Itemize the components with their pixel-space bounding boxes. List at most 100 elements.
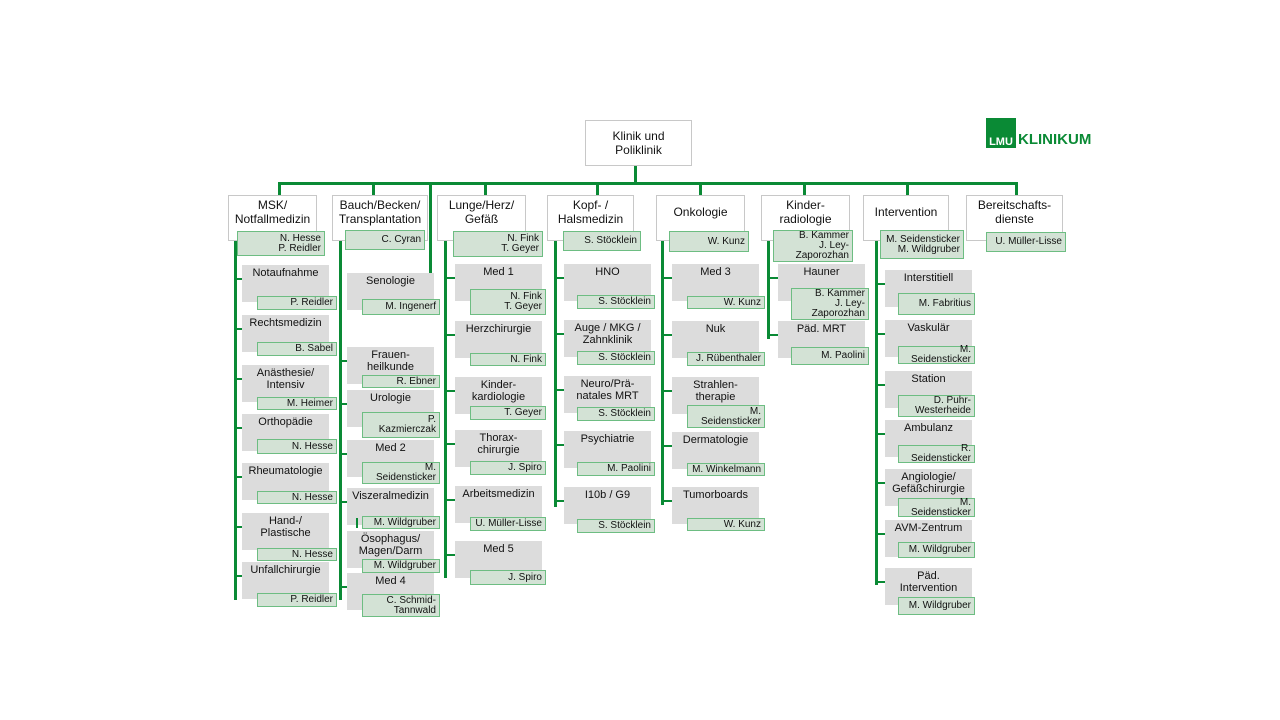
connector-line [876, 482, 885, 484]
unit-node[interactable]: Med 3 [672, 264, 759, 301]
unit-lead: M. Winkelmann [687, 463, 765, 476]
unit-lead: P. Reidler [257, 296, 337, 310]
connector-line [876, 581, 885, 583]
connector-line [662, 500, 672, 502]
unit-node[interactable]: Tumorboards [672, 487, 759, 524]
connector-line [875, 240, 878, 585]
connector-line [278, 182, 281, 196]
connector-line [429, 182, 432, 273]
department-lead: N. Hesse P. Reidler [237, 231, 325, 256]
connector-line [234, 240, 237, 600]
connector-line [596, 182, 599, 196]
unit-lead: W. Kunz [687, 518, 765, 531]
unit-lead: P. Kazmierczak [362, 412, 440, 438]
connector-line [699, 182, 702, 196]
unit-node[interactable]: Herzchirurgie [455, 321, 542, 358]
connector-line [767, 240, 770, 339]
unit-node[interactable]: I10b / G9 [564, 487, 651, 524]
connector-line [555, 333, 564, 335]
department-lead: N. Fink T. Geyer [453, 231, 543, 257]
unit-node[interactable]: HNO [564, 264, 651, 301]
unit-node[interactable]: Neuro/Prä- natales MRT [564, 376, 651, 413]
department-lead: M. Seidensticker M. Wildgruber [880, 230, 964, 259]
connector-line [661, 240, 664, 505]
unit-node[interactable]: Anästhesie/ Intensiv [242, 365, 329, 402]
unit-lead: J. Rübenthaler [687, 352, 765, 366]
unit-lead: M. Seidensticker [898, 497, 975, 517]
unit-node[interactable]: Arbeitsmedizin [455, 486, 542, 523]
department-lead: W. Kunz [669, 231, 749, 252]
connector-line [235, 328, 242, 330]
connector-line [555, 277, 564, 279]
connector-line [876, 333, 885, 335]
unit-lead: R. Seidensticker [898, 444, 975, 464]
unit-lead: M. Wildgruber [898, 597, 975, 615]
connector-line [235, 378, 242, 380]
logo-mark: LMU [986, 118, 1016, 148]
connector-line [372, 182, 375, 196]
connector-line [662, 445, 672, 447]
connector-line [235, 278, 242, 280]
unit-node[interactable]: Psychiatrie [564, 431, 651, 468]
connector-line [662, 277, 672, 279]
unit-lead: M. Wildgruber [362, 559, 440, 573]
connector-line [803, 182, 806, 196]
unit-lead: S. Stöcklein [577, 519, 655, 533]
connector-line [662, 334, 672, 336]
unit-lead: B. Kammer J. Ley- Zaporozhan [791, 288, 869, 320]
connector-line [444, 240, 447, 578]
department-lead: C. Cyran [345, 230, 425, 250]
unit-lead: S. Stöcklein [577, 407, 655, 421]
unit-lead: J. Spiro [470, 461, 546, 475]
unit-node[interactable]: Auge / MKG / Zahnklinik [564, 320, 651, 357]
unit-node[interactable]: Dermatologie [672, 432, 759, 469]
department-lead: S. Stöcklein [563, 231, 641, 251]
unit-lead: N. Hesse [257, 491, 337, 504]
connector-line [278, 182, 1018, 185]
unit-lead: W. Kunz [687, 296, 765, 309]
connector-line [356, 518, 358, 528]
connector-line [445, 390, 455, 392]
unit-lead: D. Puhr- Westerheide [898, 395, 975, 417]
unit-lead: M. Heimer [257, 397, 337, 410]
unit-lead: J. Spiro [470, 570, 546, 585]
unit-node[interactable]: Unfallchirurgie [242, 562, 329, 599]
unit-node[interactable]: Hand-/ Plastische [242, 513, 329, 550]
unit-lead: T. Geyer [470, 406, 546, 420]
unit-lead: P. Reidler [257, 593, 337, 607]
logo-word: KLINIKUM [1018, 131, 1092, 148]
unit-node[interactable]: Nuk [672, 321, 759, 358]
connector-line [1015, 182, 1018, 196]
unit-lead: M. Paolini [791, 347, 869, 365]
unit-lead: N. Hesse [257, 548, 337, 561]
connector-line [445, 443, 455, 445]
connector-line [339, 240, 342, 600]
unit-node[interactable]: Thorax- chirurgie [455, 430, 542, 467]
connector-line [876, 384, 885, 386]
unit-lead: U. Müller-Lisse [470, 517, 546, 531]
department-lead: B. Kammer J. Ley- Zaporozhan [773, 230, 853, 262]
unit-lead: M. Ingenerf [362, 299, 440, 315]
unit-lead: M. Wildgruber [898, 542, 975, 558]
connector-line [235, 575, 242, 577]
unit-node[interactable]: Notaufnahme [242, 265, 329, 302]
unit-lead: S. Stöcklein [577, 295, 655, 309]
connector-line [484, 182, 487, 196]
unit-lead: B. Sabel [257, 342, 337, 356]
unit-lead: M. Paolini [577, 462, 655, 476]
connector-line [906, 182, 909, 196]
connector-line [555, 444, 564, 446]
unit-lead: M. Seidensticker [898, 345, 975, 365]
unit-lead: R. Ebner [362, 375, 440, 388]
connector-line [634, 166, 637, 184]
connector-line [768, 334, 778, 336]
connector-line [340, 453, 347, 455]
connector-line [876, 533, 885, 535]
connector-line [662, 390, 672, 392]
connector-line [876, 433, 885, 435]
unit-lead: C. Schmid- Tannwald [362, 594, 440, 617]
unit-lead: M. Seidensticker [687, 405, 765, 428]
connector-line [768, 277, 778, 279]
connector-line [445, 277, 455, 279]
